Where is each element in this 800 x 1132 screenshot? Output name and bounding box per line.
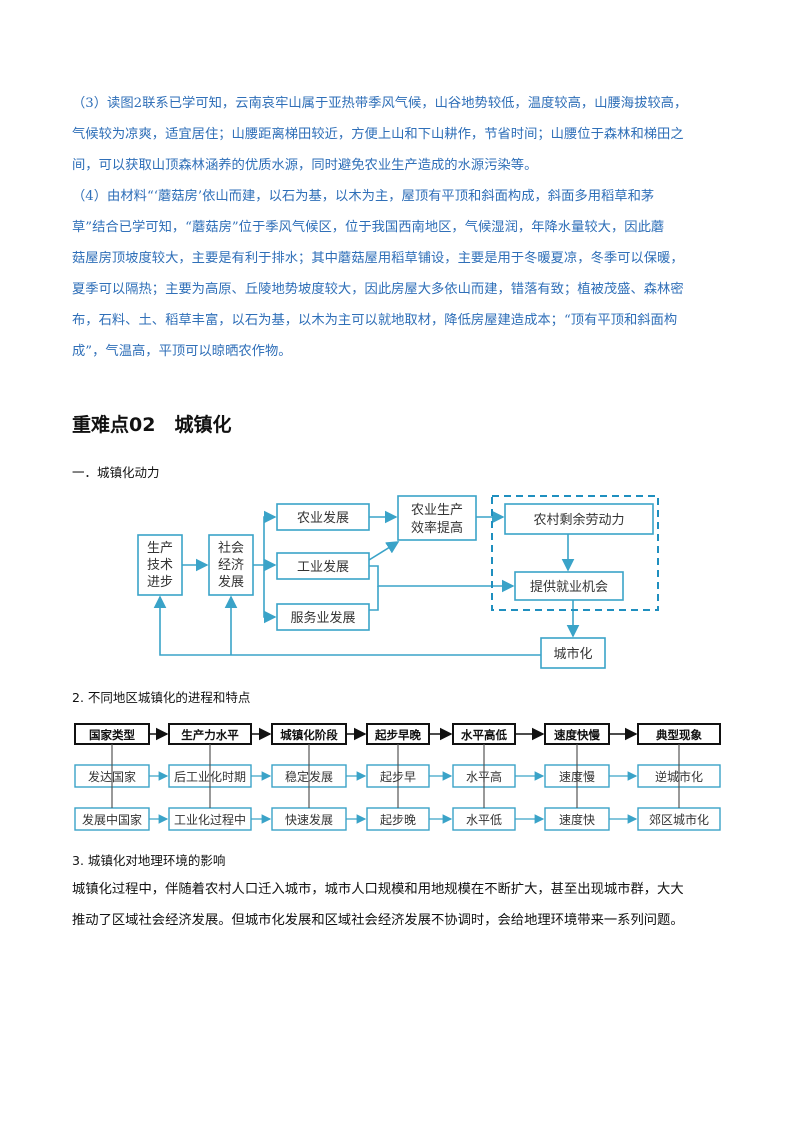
row1-cell: 速度慢 (559, 769, 595, 784)
section-title: 重难点02 城镇化 (72, 414, 232, 436)
row2-cell: 工业化过程中 (174, 812, 246, 827)
econ-label-3: 发展 (218, 574, 244, 590)
dashed-group-frame (491, 495, 659, 611)
urbanization-driver-diagram: 生产 技术 进步 社会 经济 发展 农业发展 工业发展 服务业发展 农业生产 效… (137, 495, 659, 669)
surplus-labor-box (504, 503, 654, 535)
service-box (276, 603, 370, 631)
surplus-label: 农村剩余劳动力 (533, 512, 624, 528)
answer-line: 夏季可以隔热；主要为高原、丘陵地势坡度较大，因此房屋大多依山而建，错落有致；植被… (72, 282, 684, 297)
answer-line: （4）由材料“‘蘑菇房’依山而建，以石为基，以木为主，屋顶有平顶和斜面构成，斜面… (72, 189, 655, 204)
tech-label-2: 技术 (147, 558, 173, 573)
row1-cell: 逆城市化 (655, 769, 703, 784)
tech-label-3: 进步 (147, 575, 173, 590)
answer-line: 间，可以获取山顶森林涵养的优质水源，同时避免农业生产造成的水源污染等。 (72, 158, 538, 173)
row2-cell: 郊区城市化 (649, 812, 709, 827)
urbanization-label: 城市化 (553, 646, 592, 662)
body-line: 推动了区域社会经济发展。但城市化发展和区域社会经济发展不协调时，会给地理环境带来… (72, 913, 684, 928)
efficiency-label-1: 农业生产 (411, 503, 463, 518)
row1-cell: 起步早 (380, 770, 416, 784)
jobs-box (514, 571, 624, 601)
answer-line: （3）读图2联系已学可知，云南哀牢山属于亚热带季风气候，山谷地势较低，温度较高，… (72, 96, 688, 111)
efficiency-label-2: 效率提高 (411, 520, 463, 536)
industry-label: 工业发展 (297, 559, 349, 575)
row2-cell: 水平低 (466, 813, 502, 827)
answer-line: 布，石料、土、稻草丰富，以石为基，以木为主可以就地取材，降低房屋建造成本；“顶有… (72, 313, 678, 328)
impact-paragraph: 城镇化过程中，伴随着农村人口迁入城市，城市人口规模和用地规模在不断扩大，甚至出现… (72, 874, 732, 936)
jobs-label: 提供就业机会 (530, 579, 608, 595)
header-productivity: 生产力水平 (181, 728, 239, 742)
row1-cell: 稳定发展 (285, 769, 333, 784)
service-label: 服务业发展 (290, 610, 355, 626)
header-level: 水平高低 (461, 728, 507, 742)
body-line: 城镇化过程中，伴随着农村人口迁入城市，城市人口规模和用地规模在不断扩大，甚至出现… (72, 882, 684, 897)
subsection-heading-1: 一．城镇化动力 (72, 465, 160, 480)
answer-line: 草”结合已学可知，“蘑菇房”位于季风气候区，位于我国西南地区，气候湿润，年降水量… (72, 220, 665, 235)
econ-label-2: 经济 (218, 558, 244, 573)
header-country-type: 国家类型 (89, 728, 135, 742)
row2-cell: 发展中国家 (82, 812, 142, 827)
header-phenomenon: 典型现象 (656, 728, 702, 742)
urbanization-box (540, 637, 606, 669)
row2-cell: 起步晚 (380, 813, 416, 827)
row1-cell: 水平高 (466, 769, 502, 784)
row1-cell: 后工业化时期 (174, 770, 246, 784)
answer-line: 成”，气温高，平顶可以晾晒农作物。 (72, 344, 292, 359)
row1-cell: 发达国家 (88, 769, 136, 784)
econ-label-1: 社会 (218, 540, 244, 556)
subsection-heading-2: 2. 不同地区城镇化的进程和特点 (72, 690, 251, 705)
tech-label-1: 生产 (147, 541, 173, 556)
row2-cell: 速度快 (559, 812, 595, 827)
urbanization-process-diagram: 国家类型 生产力水平 城镇化阶段 起步早晚 水平高低 速度快慢 典型现象 发达国… (74, 723, 721, 831)
answer-paragraph-4: （4）由材料“‘蘑菇房’依山而建，以石为基，以木为主，屋顶有平顶和斜面构成，斜面… (72, 181, 732, 367)
agri-label: 农业发展 (297, 510, 349, 526)
answer-paragraph-3: （3）读图2联系已学可知，云南哀牢山属于亚热带季风气候，山谷地势较低，温度较高，… (72, 88, 732, 181)
header-start: 起步早晚 (374, 728, 421, 742)
subsection-heading-3: 3. 城镇化对地理环境的影响 (72, 853, 226, 868)
answer-line: 气候较为凉爽，适宜居住；山腰距离梯田较近，方便上山和下山耕作，节省时间；山腰位于… (72, 127, 684, 142)
efficiency-box (397, 495, 477, 541)
header-speed: 速度快慢 (554, 728, 600, 742)
header-stage: 城镇化阶段 (280, 728, 338, 742)
answer-line: 菇屋房顶坡度较大，主要是有利于排水；其中蘑菇屋用稻草铺设，主要是用于冬暖夏凉，冬… (72, 251, 684, 266)
row2-cell: 快速发展 (285, 812, 333, 827)
